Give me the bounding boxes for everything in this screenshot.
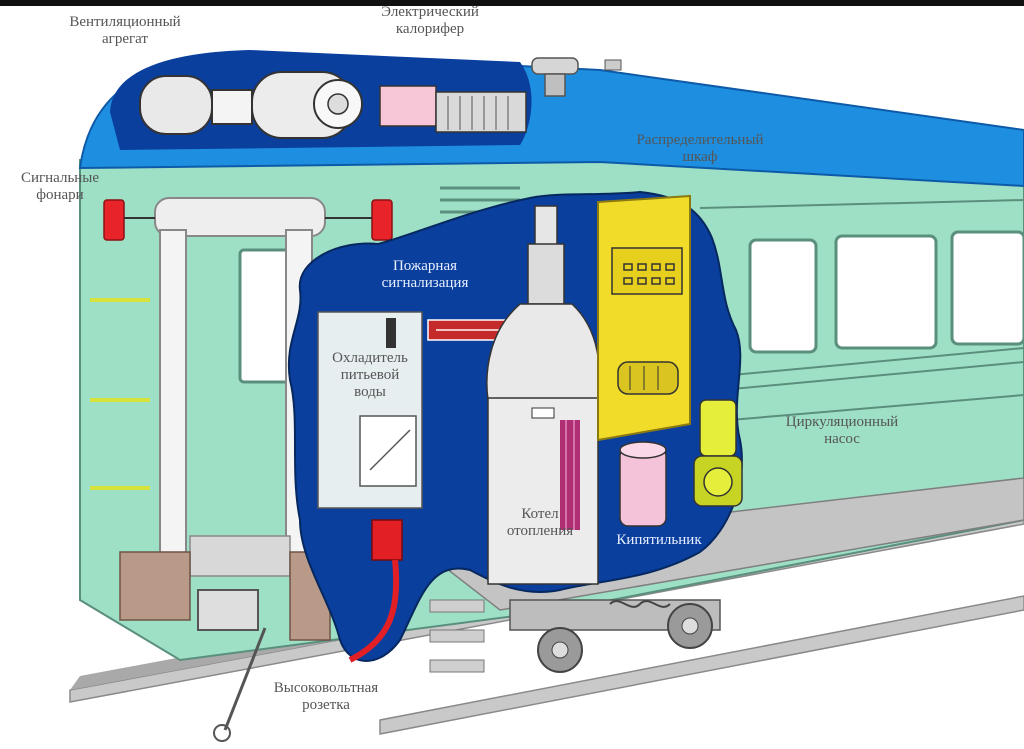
steps bbox=[429, 599, 485, 673]
label-signal-lights: Сигнальные фонари bbox=[20, 170, 100, 203]
label-hv-socket: Высоковольтная розетка bbox=[273, 680, 379, 713]
label-circulation-pump: Циркуляционный насос bbox=[785, 414, 899, 447]
distribution-cabinet bbox=[597, 194, 691, 442]
water-cooler bbox=[317, 311, 423, 509]
label-fire-alarm: Пожарная сигнализация bbox=[381, 258, 469, 291]
hv-socket-cable bbox=[348, 519, 403, 663]
fire-alarm bbox=[427, 319, 509, 341]
label-distribution-cabinet: Распределительный шкаф bbox=[636, 132, 764, 165]
circulation-pump bbox=[693, 399, 743, 507]
label-water-boiler: Кипятильник bbox=[616, 532, 702, 548]
label-ventilation-unit: Вентиляционный агрегат bbox=[69, 14, 181, 47]
label-electric-heater: Электрический калорифер bbox=[381, 4, 479, 37]
heating-boiler bbox=[486, 205, 601, 585]
signal-lights bbox=[103, 199, 393, 241]
bogie bbox=[509, 599, 721, 673]
electric-heater bbox=[379, 85, 527, 133]
label-heating-boiler: Котел отопления bbox=[506, 506, 574, 539]
label-water-cooler: Охладитель питьевой воды bbox=[332, 350, 408, 400]
roof-vent bbox=[531, 57, 622, 97]
water-boiler bbox=[619, 441, 667, 527]
